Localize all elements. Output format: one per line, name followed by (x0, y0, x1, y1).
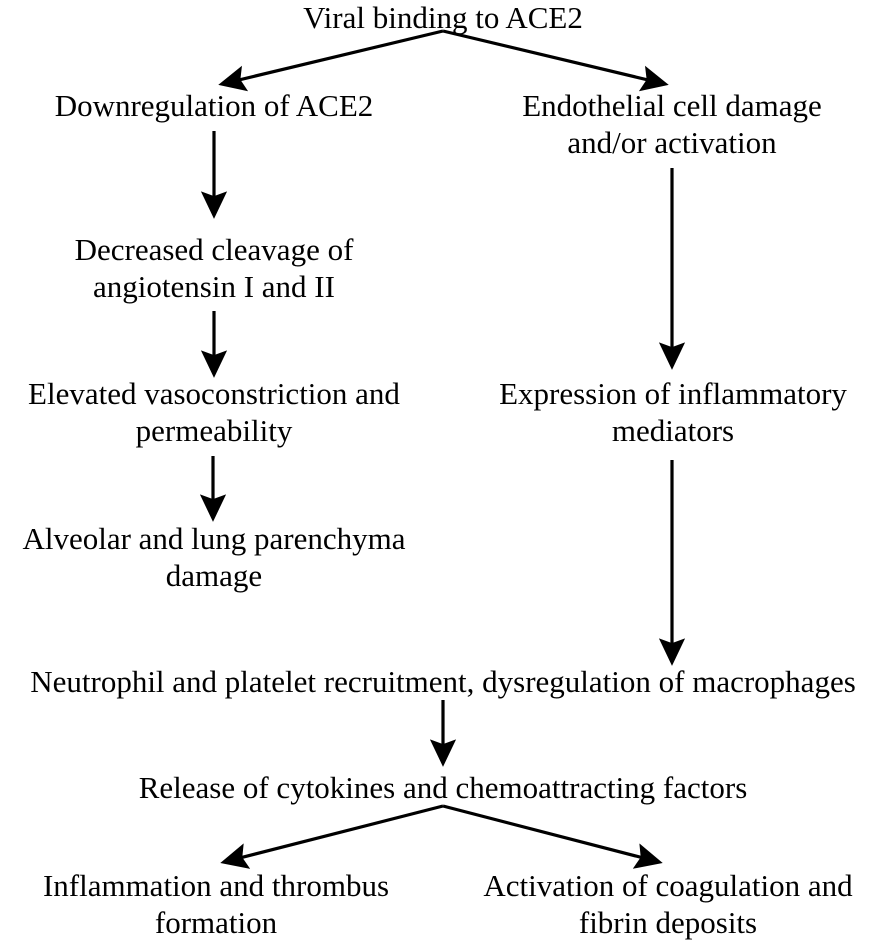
edge-release-to-coagulation (442, 804, 663, 869)
edge-root-to-endothelial (442, 29, 669, 92)
node-elevated-vasoconstriction-permeability: Elevated vasoconstriction and permeabili… (28, 376, 400, 448)
node-viral-binding-to-ace2: Viral binding to ACE2 (303, 0, 583, 35)
edge-root-to-downregulation (218, 29, 444, 92)
node-inflammation-and-thrombus-formation: Inflammation and thrombus formation (42, 868, 390, 940)
node-endothelial-cell-damage: Endothelial cell damage and/or activatio… (522, 88, 822, 160)
node-activation-of-coagulation-fibrin: Activation of coagulation and fibrin dep… (483, 868, 853, 940)
node-downregulation-of-ace2: Downregulation of ACE2 (54, 88, 374, 123)
node-decreased-cleavage-angiotensin: Decreased cleavage of angiotensin I and … (74, 232, 354, 304)
node-expression-of-inflammatory-mediators: Expression of inflammatory mediators (499, 376, 847, 448)
node-alveolar-lung-parenchyma-damage: Alveolar and lung parenchyma damage (22, 521, 406, 593)
edge-release-to-inflammation (220, 804, 444, 869)
node-neutrophil-platelet-recruitment: Neutrophil and platelet recruitment, dys… (30, 664, 856, 699)
node-release-of-cytokines: Release of cytokines and chemoattracting… (138, 770, 748, 805)
